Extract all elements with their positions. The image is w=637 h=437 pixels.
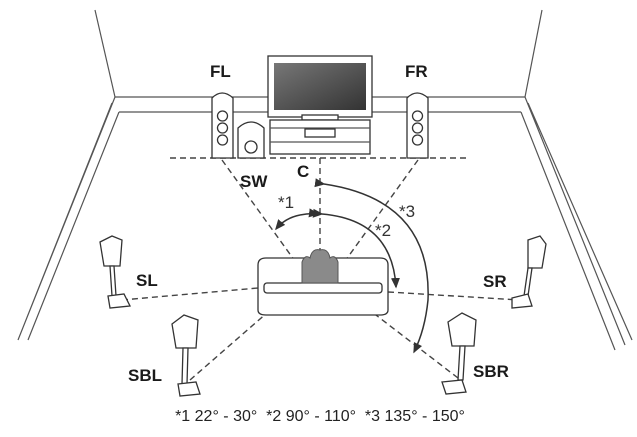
- front-left-speaker: [211, 92, 234, 159]
- label-fl: FL: [210, 62, 231, 81]
- surround-back-right-speaker: [441, 312, 477, 395]
- label-c: C: [297, 162, 309, 181]
- angle-label-2: *2: [375, 221, 391, 240]
- label-sbl: SBL: [128, 366, 162, 385]
- arc-3: [314, 178, 429, 354]
- angle-arcs: [275, 178, 429, 354]
- label-sl: SL: [136, 271, 158, 290]
- label-sw: SW: [240, 172, 268, 191]
- tv-screen: [274, 63, 366, 110]
- angle-caption: *1 22° - 30° *2 90° - 110° *3 135° - 150…: [175, 408, 465, 425]
- label-fr: FR: [405, 62, 428, 81]
- subwoofer: [237, 121, 265, 159]
- label-sbr: SBR: [473, 362, 509, 381]
- surround-right-speaker: [511, 235, 547, 309]
- sbl-line: [189, 311, 269, 381]
- surround-left-speaker: [99, 235, 132, 309]
- tv: [267, 55, 373, 155]
- sbr-line: [371, 311, 459, 379]
- sr-line: [387, 291, 521, 301]
- surround-back-left-speaker: [171, 314, 201, 397]
- sl-line: [121, 287, 259, 301]
- angle-label-3: *3: [399, 202, 415, 221]
- front-right-speaker: [406, 92, 429, 159]
- angle-label-1: *1: [278, 193, 294, 212]
- arc-1-right: [299, 208, 320, 218]
- arc-1-left: [275, 214, 301, 231]
- label-sr: SR: [483, 272, 507, 291]
- couch: [257, 257, 389, 316]
- listener: [301, 249, 339, 284]
- fl-line: [221, 159, 301, 269]
